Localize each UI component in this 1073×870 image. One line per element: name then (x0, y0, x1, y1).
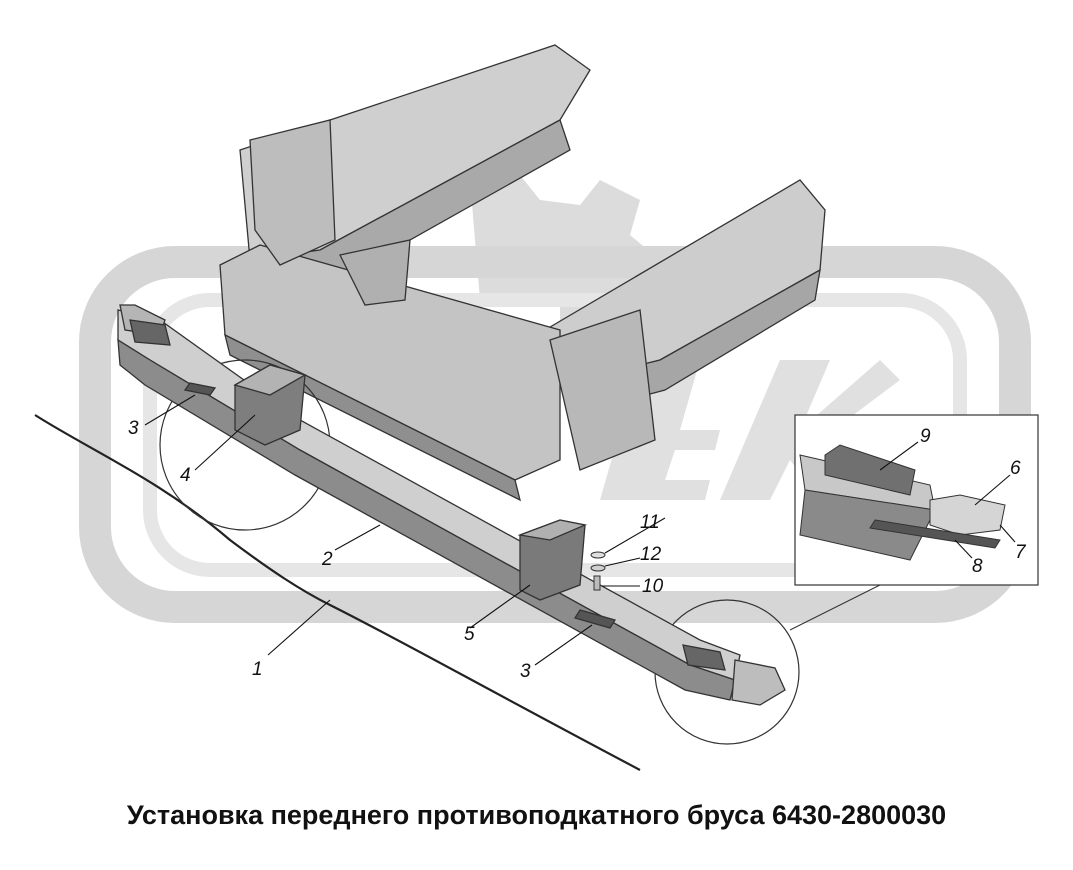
leader-4 (194, 414, 256, 471)
diagram-caption: Установка переднего противоподкатного бр… (126, 800, 947, 830)
washer-12 (590, 564, 606, 572)
inset-plate-6 (929, 494, 1006, 536)
leader-12 (604, 557, 641, 567)
leader-6 (974, 474, 1011, 506)
callout-1: 1 (252, 659, 263, 680)
callout-10: 10 (642, 576, 664, 597)
washer-11 (590, 551, 606, 559)
leader-9 (879, 441, 919, 471)
inset-pad-9 (824, 444, 916, 496)
detail-inset (794, 414, 1039, 586)
leader-lines (144, 394, 1016, 666)
bolt-10 (593, 575, 601, 591)
callout-12: 12 (640, 544, 662, 565)
right-bracket (549, 309, 656, 471)
leader-7 (999, 524, 1016, 543)
pad-top-left (129, 319, 171, 346)
leader-2 (334, 524, 381, 551)
leader-11 (604, 517, 666, 554)
cab-outline-line (34, 414, 641, 771)
left-bracket (249, 119, 336, 266)
detail-link-line-a (789, 584, 881, 631)
callout-7: 7 (1015, 542, 1027, 563)
underrun-bar-assembly (117, 304, 786, 706)
leader-8 (954, 539, 973, 559)
callout-8: 8 (972, 556, 983, 577)
leader-3a (144, 394, 196, 426)
inset-bar-front (799, 489, 936, 561)
inset-strip-8 (869, 519, 1001, 549)
spring-hanger (339, 239, 411, 306)
pad-3-right (573, 609, 617, 629)
callout-3-right: 3 (520, 661, 531, 682)
callout-5: 5 (464, 624, 475, 645)
callout-11: 11 (640, 512, 660, 533)
pad-top-right (682, 644, 726, 671)
fasteners (590, 551, 606, 591)
callout-4: 4 (180, 465, 191, 486)
leader-1 (267, 599, 331, 656)
bracket-5-top (517, 519, 588, 541)
callout-9: 9 (920, 426, 931, 447)
leader-5 (469, 584, 531, 629)
pad-3-left (183, 382, 217, 396)
leader-3b (534, 624, 593, 666)
callout-2: 2 (321, 549, 333, 570)
callout-3-left: 3 (128, 418, 139, 439)
bracket-4-top (233, 364, 307, 396)
vehicle-frame (219, 44, 826, 502)
bar-end-right (731, 659, 786, 706)
callout-6: 6 (1010, 458, 1021, 479)
callout-labels: 1 2 3 3 4 5 6 7 8 9 10 11 12 (128, 418, 1027, 682)
